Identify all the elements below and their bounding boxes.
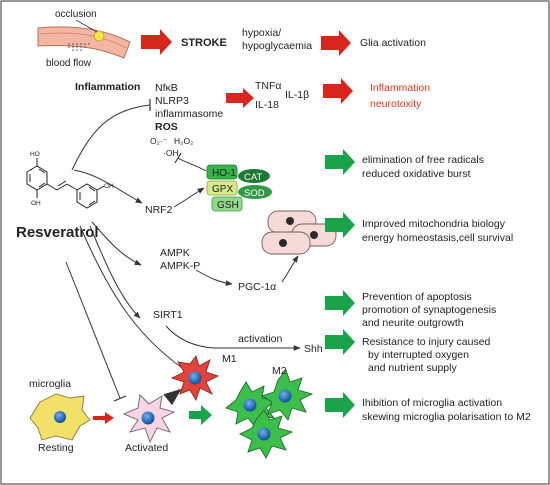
nfkb-label: NfκB (155, 82, 178, 94)
resveratrol-molecule (26, 158, 105, 209)
gsh-box (211, 196, 243, 212)
ho-top-label: HO (30, 151, 40, 158)
arrow-to-sirt1 (89, 225, 141, 319)
tnfa-label: TNFα (255, 80, 281, 92)
inhibit-line-ros (177, 157, 207, 172)
inflammation-outcome-line1: Inflammation (370, 82, 430, 94)
resting-label: Resting (38, 442, 74, 454)
occlusion-label: occlusion (55, 9, 97, 20)
resveratrol-label: Resveratrol (16, 224, 99, 241)
arrow-pgc-to-mitochondria (281, 255, 299, 283)
inflammation-outcome-line2: neurotoxity (370, 98, 422, 110)
activated-label: Activated (125, 442, 168, 454)
inhibit-line-inflammation (71, 104, 151, 171)
sirt1-outcome1-line1: Prevention of apoptosis (362, 291, 472, 303)
microglia-outcome-line1: Ihibition of microglia activation (362, 397, 502, 409)
green-arrow-nrf2-outcome (325, 149, 355, 175)
ampk-label: AMPK (160, 247, 190, 259)
green-arrow-microglia-outcome (325, 392, 355, 418)
sirt1-outcome1-line3: and neurite outgrowth (362, 317, 464, 329)
hypoxia-label-line1: hypoxia/ (242, 27, 281, 39)
sod-oval (238, 185, 272, 199)
shh-outcome-line2: by interrupted oxygen (368, 349, 469, 361)
ampk-outcome-line1: Improved mitochondria biology (362, 218, 506, 230)
ampk-p-label: AMPK-P (160, 260, 200, 272)
ampk-outcome-line2: energy homeostasis,cell survival (362, 232, 513, 244)
blood-vessel (37, 26, 131, 59)
stroke-label: STROKE (181, 37, 227, 49)
activated-microglia (122, 394, 176, 444)
gsh-label: GSH (217, 200, 239, 211)
inflammation-label: Inflammation (75, 81, 140, 93)
cat-oval (238, 169, 270, 183)
mitochondria-cells (261, 210, 337, 255)
green-arrow-shh-outcome (325, 329, 355, 355)
m2-label: M2 (272, 365, 287, 377)
inhibit-line-activation (65, 261, 121, 399)
nlrp3-label: NLRP3 (155, 95, 189, 107)
shh-outcome-line1: Resistance to injury caused (362, 336, 491, 348)
inhibit-line-m1 (79, 225, 193, 376)
arrow-nrf2-to-enzymes (173, 187, 205, 208)
nrf2-outcome-line2: reduced oxidative burst (362, 168, 471, 180)
m2-microglia-cluster (225, 369, 314, 459)
arrow-sirt1-to-shh (165, 325, 301, 351)
occlusion-pointer (75, 19, 98, 33)
il18-label: IL-18 (255, 99, 279, 111)
activation-label: activation (238, 333, 283, 345)
sirt1-outcome1-line2: promotion of synaptogenesis (362, 304, 496, 316)
oh-bottom-label: OH (31, 200, 41, 207)
shh-outcome-line3: and nutrient supply (368, 362, 457, 374)
green-arrow-ampk-outcome (325, 212, 355, 238)
oh-right-label: OH (104, 183, 114, 190)
arrow-ampk-to-pgc (195, 269, 233, 286)
pgc-label: PGC-1α (238, 281, 276, 293)
occlusion-clot (93, 30, 105, 42)
hypoxia-label-line2: hypoglycaemia (242, 40, 312, 52)
red-arrow-to-neurotoxicity (323, 78, 353, 104)
cat-label: CAT (244, 172, 262, 183)
gpx-box (206, 180, 238, 196)
ros-label: ROS (155, 121, 178, 133)
red-arrow-to-m1 (163, 388, 182, 406)
microglia-outcome-line2: skewing microglia polarisation to M2 (362, 411, 531, 423)
glia-activation-label: Glia activation (360, 37, 426, 49)
arrow-to-ampk (91, 221, 142, 266)
red-arrow-to-stroke (141, 29, 172, 55)
nrf2-label: NRF2 (145, 204, 173, 216)
shh-label: Shh (304, 343, 323, 355)
gpx-label: GPX (212, 184, 233, 195)
il1b-label: IL-1β (285, 89, 309, 101)
ho1-label: HO-1 (212, 168, 236, 179)
ho1-box (206, 164, 238, 180)
red-arrow-to-glia (321, 30, 351, 56)
ros-h2o2-label: H₂O₂ (174, 136, 193, 146)
green-arrow-to-m2 (189, 405, 212, 425)
arrow-to-nrf2 (73, 169, 143, 204)
nrf2-outcome-line1: elimination of free radicals (362, 154, 484, 166)
microglia-label: microglia (29, 378, 71, 390)
red-arrow-to-cytokines (226, 88, 254, 108)
blood-flow-label: blood flow (46, 58, 92, 69)
inflammasome-label: inflammasome (155, 108, 223, 120)
antioxidant-enzymes: HO-1 CAT GPX SOD GSH (206, 164, 272, 212)
green-arrow-sirt1-outcome (325, 290, 355, 316)
ros-o2-label: O₂·⁻ (150, 136, 168, 146)
m1-label: M1 (222, 353, 237, 365)
red-arrow-resting-to-activated (93, 412, 114, 424)
sod-label: SOD (244, 188, 265, 199)
resting-microglia (29, 393, 91, 441)
ros-oh-label: ·OH (163, 148, 179, 158)
m1-microglia (170, 355, 220, 402)
sirt1-label: SIRT1 (153, 309, 183, 321)
